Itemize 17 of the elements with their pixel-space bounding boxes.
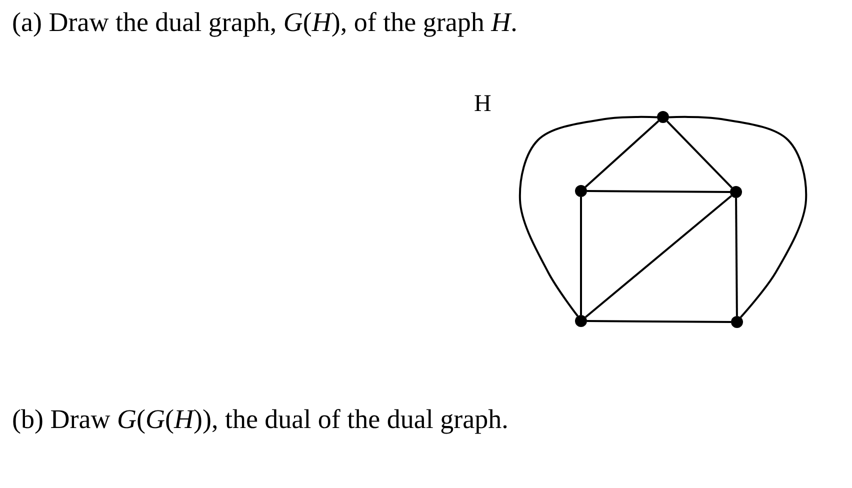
curved-edge [518,116,658,317]
vertex-dot [575,315,587,327]
graph-edge [587,190,730,193]
graph-edge [584,195,732,318]
vertex-dot [657,111,669,123]
vertex-dot [730,186,742,198]
graph-edge [584,120,660,188]
question-text: (a) Draw the dual graph, G(H), of the graph H. [12,6,518,38]
vertex-dot [731,316,743,328]
vertex-dot [575,185,587,197]
graph-edge [580,197,582,315]
graph-edge [587,320,731,323]
curved-edge [668,116,808,318]
question-text: (b) Draw G(G(H)), the dual of the dual graph. [12,403,508,436]
graph-edge [735,198,738,316]
graph-name: H [474,90,492,119]
graph-edge [666,120,733,188]
